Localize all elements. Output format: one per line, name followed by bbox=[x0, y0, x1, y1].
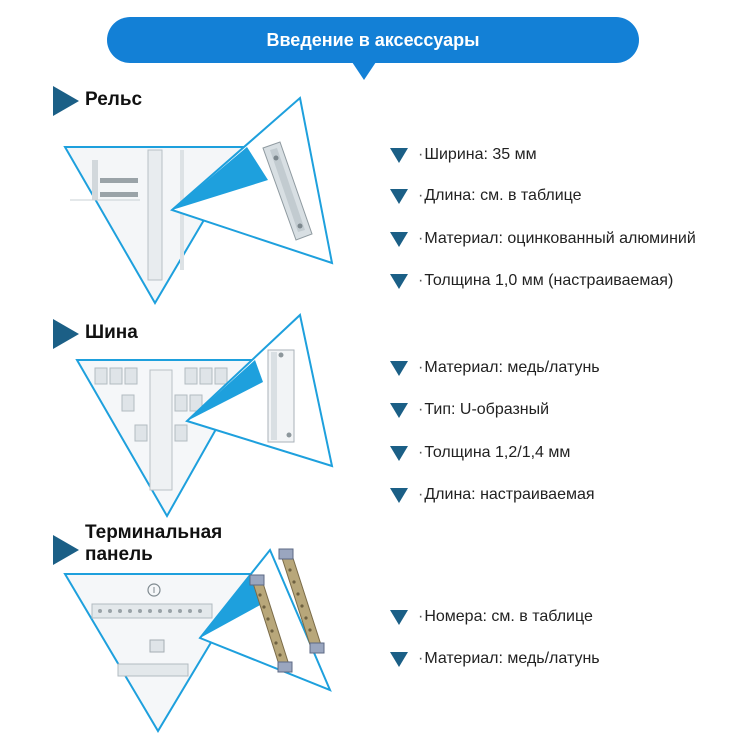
section-marker-terminal bbox=[53, 535, 79, 565]
bullet-triangle-icon bbox=[390, 188, 408, 204]
bullet-triangle-icon bbox=[390, 360, 408, 376]
bullet-triangle-icon bbox=[390, 609, 408, 625]
spec-dot: · bbox=[418, 187, 424, 204]
spec-dot: · bbox=[418, 272, 424, 289]
spec-dot: · bbox=[418, 444, 424, 461]
section-title-busbar: Шина bbox=[85, 322, 138, 343]
spec-row: · Материал: медь/латунь bbox=[390, 359, 600, 377]
bullet-triangle-icon bbox=[390, 445, 408, 461]
bullet-triangle-icon bbox=[390, 402, 408, 418]
section-marker-busbar bbox=[53, 319, 79, 349]
spec-row: · Материал: медь/латунь bbox=[390, 650, 600, 668]
spec-row: · Тип: U-образный bbox=[390, 401, 549, 419]
spec-row: · Длина: настраиваемая bbox=[390, 486, 595, 504]
bullet-triangle-icon bbox=[390, 651, 408, 667]
header-title: Введение в аксессуары bbox=[266, 29, 480, 50]
spec-dot: · bbox=[418, 650, 424, 667]
rail-illustration bbox=[63, 96, 334, 305]
spec-dot: · bbox=[418, 401, 424, 418]
spec-dot: · bbox=[418, 230, 424, 247]
spec-text: Длина: см. в таблице bbox=[424, 187, 582, 204]
spec-text: Толщина 1,2/1,4 мм bbox=[424, 444, 571, 461]
terminal-illustration bbox=[63, 548, 332, 733]
section-marker-rail bbox=[53, 86, 79, 116]
section-title-terminal: Терминальная панель bbox=[85, 522, 222, 566]
spec-row: · Материал: оцинкованный алюминий bbox=[390, 230, 696, 248]
spec-text: Материал: медь/латунь bbox=[424, 359, 600, 376]
section-title-rail: Рельс bbox=[85, 89, 143, 110]
spec-row: · Толщина 1,0 мм (настраиваемая) bbox=[390, 272, 673, 290]
spec-dot: · bbox=[418, 146, 424, 163]
section-title-terminal-line1: Терминальная bbox=[85, 522, 223, 543]
spec-row: · Длина: см. в таблице bbox=[390, 187, 582, 205]
spec-text: Материал: оцинкованный алюминий bbox=[424, 230, 696, 247]
bullet-triangle-icon bbox=[390, 231, 408, 247]
spec-row: · Номера: см. в таблице bbox=[390, 608, 593, 626]
busbar-illustration bbox=[75, 313, 334, 519]
bullet-triangle-icon bbox=[390, 487, 408, 503]
bullet-triangle-icon bbox=[390, 273, 408, 289]
spec-dot: · bbox=[418, 359, 424, 376]
spec-row: · Ширина: 35 мм bbox=[390, 146, 537, 164]
spec-dot: · bbox=[418, 486, 424, 503]
bullet-triangle-icon bbox=[390, 147, 408, 163]
spec-text: Тип: U-образный bbox=[424, 401, 550, 418]
banner-pointer bbox=[352, 62, 376, 80]
spec-text: Номера: см. в таблице bbox=[424, 608, 593, 625]
spec-text: Длина: настраиваемая bbox=[424, 486, 595, 503]
spec-text: Толщина 1,0 мм (настраиваемая) bbox=[424, 272, 674, 289]
spec-text: Материал: медь/латунь bbox=[424, 650, 600, 667]
header-banner: Введение в аксессуары bbox=[107, 17, 639, 63]
section-title-terminal-line2: панель bbox=[85, 544, 153, 565]
spec-text: Ширина: 35 мм bbox=[424, 146, 537, 163]
spec-row: · Толщина 1,2/1,4 мм bbox=[390, 444, 570, 462]
spec-dot: · bbox=[418, 608, 424, 625]
